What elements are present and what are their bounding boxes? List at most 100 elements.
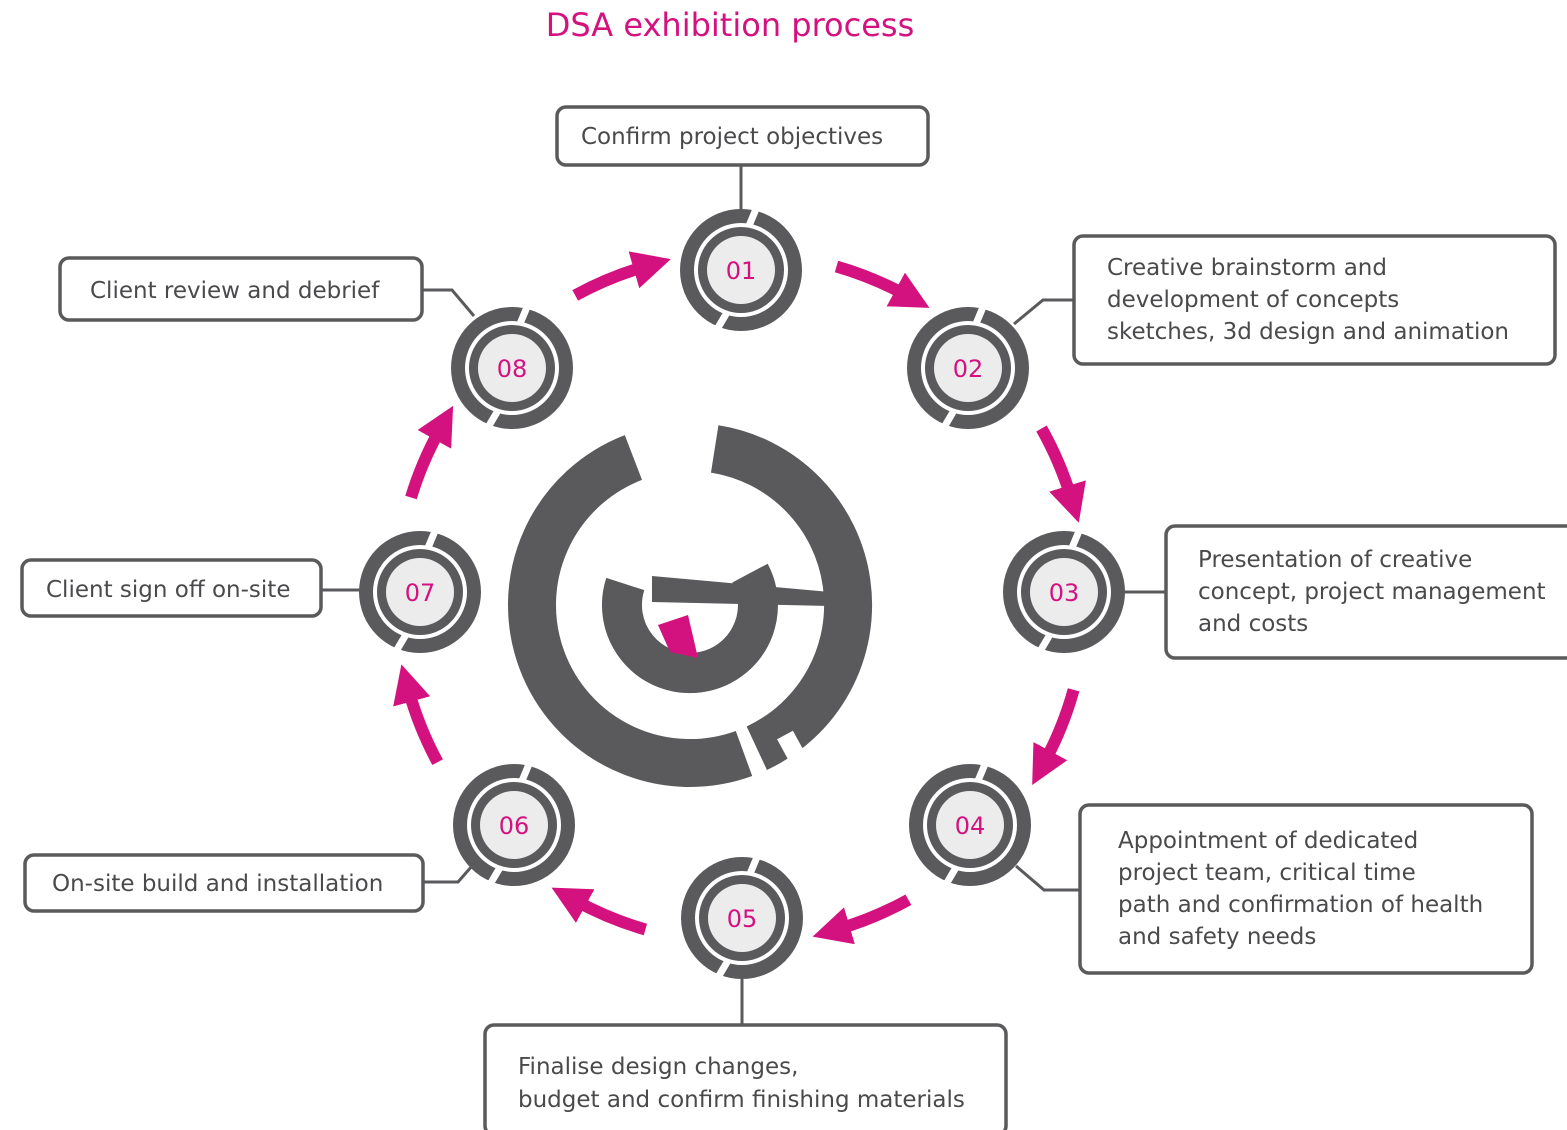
step-badge (1030, 558, 1098, 626)
cycle-arrows (393, 251, 1086, 945)
step-ring-gap (746, 854, 761, 877)
step-ring-gap (487, 865, 504, 887)
step-box-frame (483, 1023, 1008, 1130)
step-box-frame (20, 558, 323, 618)
step-box-02: Creative brainstorm and development of co… (1072, 234, 1557, 366)
step-ring-inner-line (373, 545, 467, 639)
step-ring-inner-line (465, 321, 559, 415)
step-ring-inner-line (1017, 545, 1111, 639)
connector-lines (321, 165, 1166, 1025)
connector-line-08 (422, 288, 476, 317)
step-badge (707, 236, 775, 304)
step-number: 07 (405, 579, 436, 607)
step-badge (386, 558, 454, 626)
logo-accent-wedge (658, 615, 698, 658)
step-number: 01 (726, 257, 757, 285)
step-label-line: Client review and debrief (90, 278, 380, 304)
step-box-05: Finalise design changes, budget and confi… (483, 1023, 1008, 1130)
step-badge (934, 334, 1002, 402)
page-title: DSA exhibition process (545, 6, 915, 44)
step-box-04: Appointment of dedicated project team, cr… (1078, 803, 1534, 975)
dsa-logo-icon (508, 420, 873, 795)
logo-outer-ring-segment (710, 425, 873, 770)
step-number: 06 (499, 812, 530, 840)
logo-gap (652, 420, 698, 480)
step-ring-inner-line (467, 778, 561, 872)
step-label-line: Confirm project objectives (581, 124, 883, 150)
step-badge (478, 334, 546, 402)
step-node-05: 05 (681, 854, 803, 980)
curved-arrow-icon (834, 260, 930, 308)
step-label-line: path and confirmation of health (1118, 892, 1483, 918)
step-label-line: Finalise design changes, (518, 1054, 798, 1080)
step-box-frame (1072, 234, 1557, 366)
connector-line-06 (423, 865, 474, 884)
step-label-line: On-site build and installation (52, 871, 383, 897)
logo-outer-ring-segment (508, 435, 753, 787)
step-ring-gap (1068, 528, 1083, 551)
step-node-08: 08 (451, 304, 573, 430)
step-badge (480, 791, 548, 859)
logo-s-bar (652, 576, 830, 606)
logo-s-lower (617, 619, 774, 694)
step-node-03: 03 (1003, 528, 1125, 654)
step-label-line: concept, project management (1198, 579, 1546, 605)
step-label-line: sketches, 3d design and animation (1107, 319, 1509, 345)
step-box-01: Confirm project objectives (555, 105, 930, 167)
logo-gap (777, 730, 823, 795)
curved-arrow-icon (551, 887, 648, 936)
step-ring-gap (424, 528, 439, 551)
step-number: 03 (1049, 579, 1080, 607)
step-ring-gap (974, 761, 989, 784)
step-node-01: 01 (680, 206, 802, 332)
step-node-02: 02 (907, 304, 1029, 430)
step-ring-gap (972, 304, 987, 327)
curved-arrow-icon (812, 894, 912, 945)
step-box-frame (1164, 524, 1567, 660)
step-box-07: Client sign off on-site (20, 558, 323, 618)
step-box-frame (1078, 803, 1534, 975)
step-box-06: On-site build and installation (23, 853, 425, 913)
step-label-line: Appointment of dedicated (1118, 828, 1418, 854)
connector-line-02 (1013, 298, 1074, 326)
curved-arrow-icon (405, 405, 454, 500)
step-ring-inner-line (695, 871, 789, 965)
curved-arrow-icon (1032, 688, 1080, 785)
step-ring-inner-line (921, 321, 1015, 415)
step-nodes: 01 02 03 04 05 06 07 08 (359, 206, 1125, 980)
step-label-line: Creative brainstorm and (1107, 255, 1387, 281)
step-number: 05 (727, 905, 758, 933)
curved-arrow-icon (1036, 425, 1086, 523)
step-badge (708, 884, 776, 952)
step-ring-gap (943, 865, 960, 887)
step-number: 04 (955, 812, 986, 840)
step-label-line: and safety needs (1118, 924, 1316, 950)
curved-arrow-icon (572, 251, 671, 301)
step-ring-gap (745, 206, 760, 229)
curved-arrow-icon (393, 664, 443, 766)
step-label-line: project team, critical time (1118, 860, 1416, 886)
step-ring-gap (941, 408, 958, 430)
step-ring-gap (714, 310, 731, 332)
step-box-03: Presentation of creative concept, project… (1164, 524, 1567, 660)
step-number: 02 (953, 355, 984, 383)
step-node-04: 04 (909, 761, 1031, 887)
step-box-frame (555, 105, 930, 167)
step-number: 08 (497, 355, 528, 383)
step-node-07: 07 (359, 528, 481, 654)
step-box-frame (58, 256, 424, 322)
step-badge (936, 791, 1004, 859)
step-ring-gap (518, 761, 533, 784)
step-box-08: Client review and debrief (58, 256, 424, 322)
step-ring-inner-line (694, 223, 788, 317)
step-label-line: development of concepts (1107, 287, 1399, 313)
step-ring-inner-line (923, 778, 1017, 872)
step-label-line: and costs (1198, 611, 1308, 637)
step-label-line: budget and confirm finishing materials (518, 1087, 965, 1113)
step-label-line: Presentation of creative (1198, 547, 1472, 573)
step-ring-gap (1037, 632, 1054, 654)
step-ring-gap (715, 958, 732, 980)
